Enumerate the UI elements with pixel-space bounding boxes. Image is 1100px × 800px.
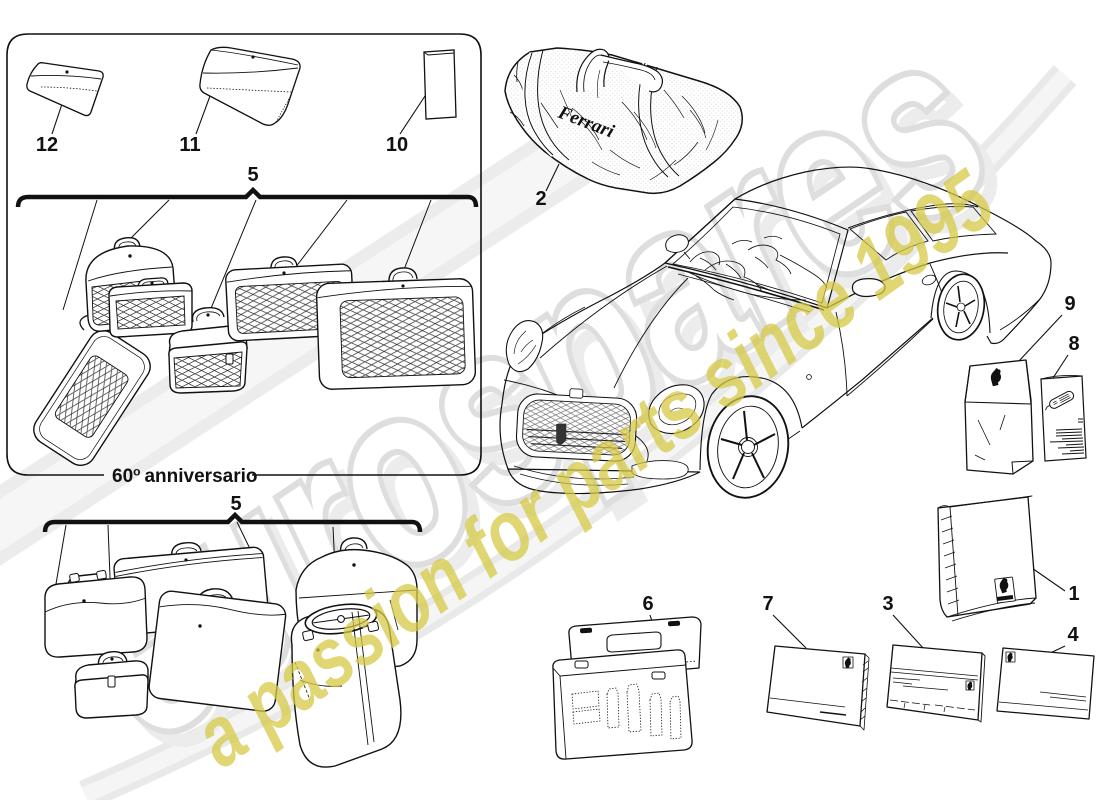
svg-text:4: 4 [1067,624,1079,646]
svg-text:6: 6 [642,593,653,615]
svg-text:8: 8 [1068,333,1079,355]
svg-text:10: 10 [386,134,408,156]
svg-text:1: 1 [1068,583,1079,605]
svg-text:12: 12 [36,134,58,156]
svg-text:3: 3 [882,593,893,615]
svg-text:7: 7 [762,593,773,615]
svg-text:5: 5 [247,164,258,186]
svg-text:5: 5 [230,493,241,515]
svg-text:9: 9 [1064,293,1075,315]
svg-text:11: 11 [179,134,200,156]
svg-text:2: 2 [535,188,546,210]
